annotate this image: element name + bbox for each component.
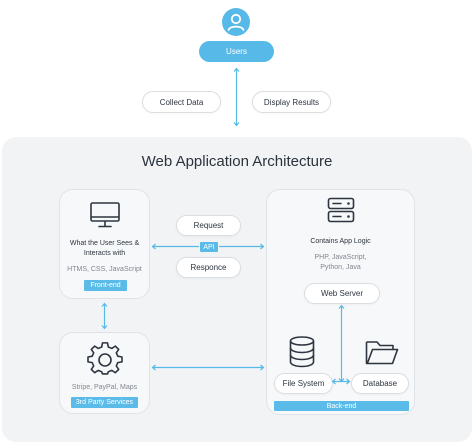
display-results-label: Display Results (263, 97, 320, 107)
monitor-icon (90, 202, 120, 228)
collect-data-label: Collect Data (159, 97, 204, 107)
backend-tag-label: Back-end (326, 402, 357, 410)
backend-tech-line2: Python, Java (320, 264, 361, 271)
frontend-tag-label: Front-end (90, 282, 121, 289)
third-party-tag-label: 3rd Party Services (75, 399, 134, 406)
frontend-tag: Front-end (84, 280, 127, 291)
architecture-title: Web Application Architecture (141, 153, 333, 170)
request-pill: Request (176, 215, 241, 236)
web-server-pill: Web Server (304, 283, 380, 304)
user-icon (227, 13, 245, 31)
file-system-pill: File System (274, 373, 333, 394)
frontend-tech: HTMS, CSS, JavaScript (67, 266, 142, 273)
database-icon (289, 336, 315, 368)
third-party-tech: Stripe, PayPal, Maps (71, 384, 138, 391)
backend-tech-line1: PHP, JavaScript, (314, 254, 367, 261)
third-party-card: Stripe, PayPal, Maps 3rd Party Services (59, 332, 150, 414)
frontend-line1: What the User Sees & (69, 240, 140, 247)
database-label: Database (362, 379, 398, 388)
api-tag: API (200, 242, 218, 252)
users-label: Users (226, 47, 247, 56)
frontend-line2: Interacts with (83, 250, 126, 257)
backend-title: Contains App Logic (310, 238, 371, 245)
web-server-label: Web Server (320, 289, 364, 298)
backend-tag: Back-end (274, 401, 409, 411)
server-icon (327, 197, 355, 223)
collect-data-pill: Collect Data (142, 91, 221, 113)
folder-icon (365, 341, 399, 365)
backend-card: Contains App Logic PHP, JavaScript, Pyth… (266, 189, 415, 415)
request-label: Request (193, 221, 224, 230)
response-label: Responce (190, 263, 227, 272)
gear-icon (87, 342, 123, 375)
file-system-label: File System (282, 379, 325, 388)
display-results-pill: Display Results (252, 91, 331, 113)
frontend-card: What the User Sees & Interacts with HTMS… (59, 189, 150, 299)
response-pill: Responce (176, 257, 241, 278)
user-avatar (222, 8, 250, 36)
third-party-tag: 3rd Party Services (71, 397, 138, 408)
database-pill: Database (351, 373, 409, 394)
users-pill: Users (199, 41, 274, 62)
api-label: API (203, 243, 215, 251)
